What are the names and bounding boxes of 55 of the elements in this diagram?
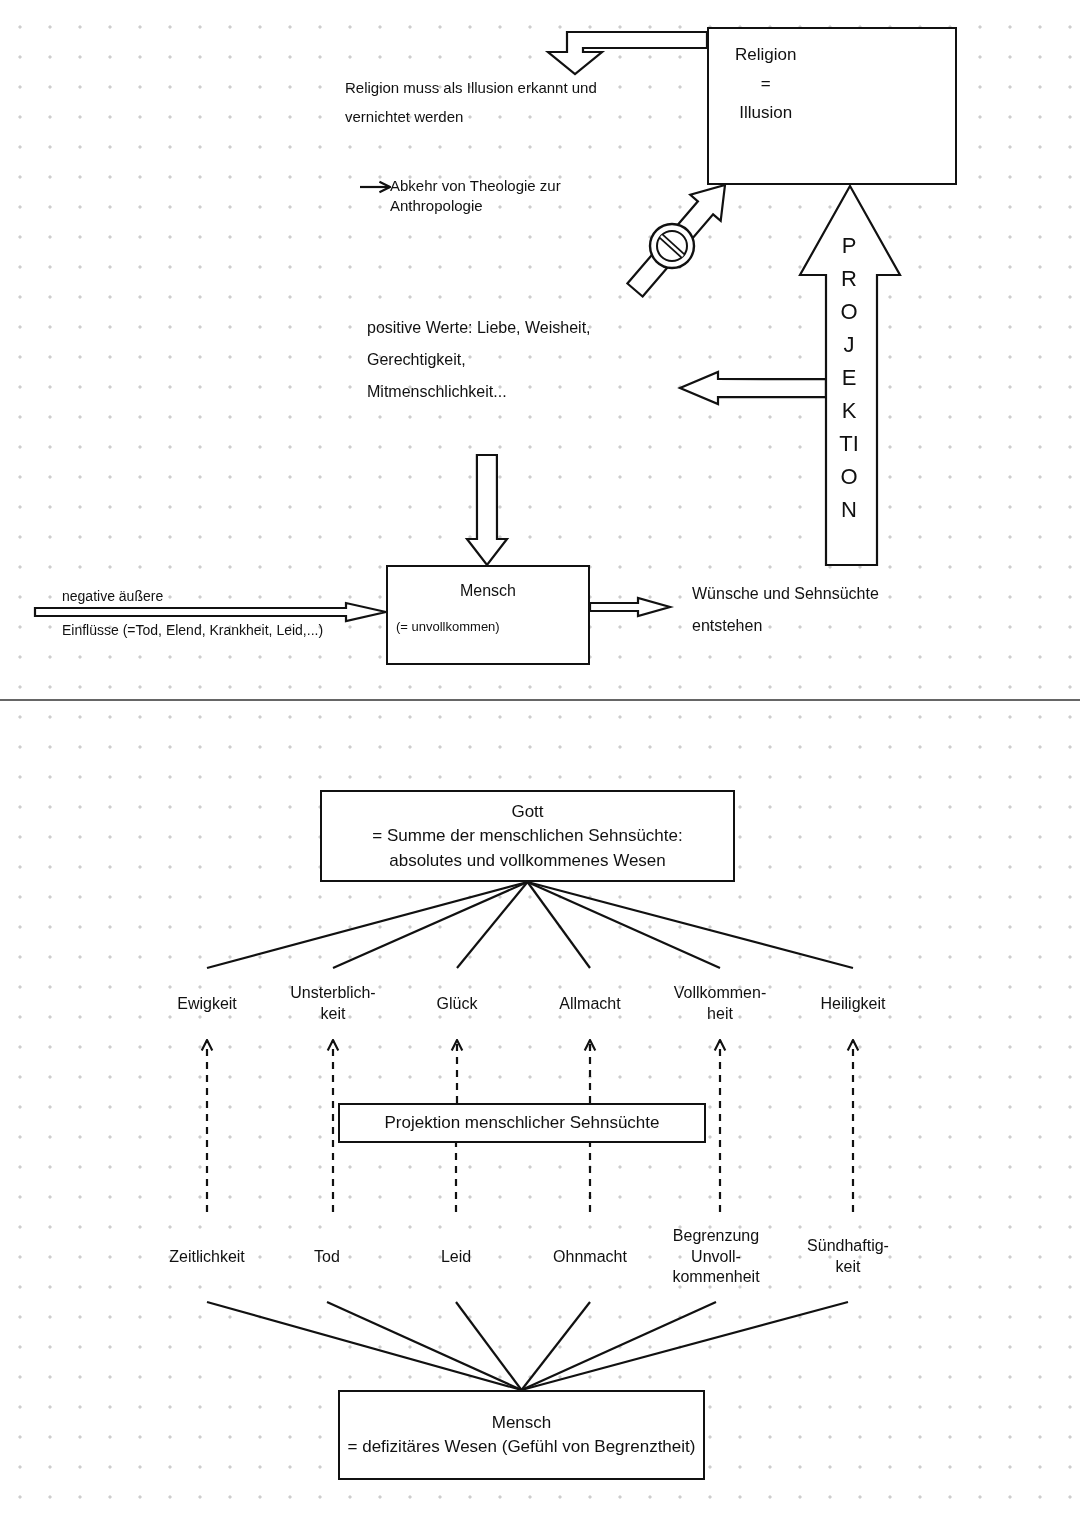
- box-heading: Gott: [511, 800, 544, 823]
- block-arrow: [588, 596, 675, 618]
- block-arrow: [544, 30, 709, 76]
- process-box: [320, 790, 735, 882]
- box-text: Religion = Illusion: [735, 44, 797, 124]
- connector-line: [521, 1301, 717, 1391]
- concept-label: Glück: [397, 968, 517, 1040]
- box-text: = defizitäres Wesen (Gefühl von Begrenztheit): [347, 1436, 696, 1459]
- process-box: [338, 1103, 706, 1143]
- block-arrow: [33, 601, 388, 623]
- connector-line: [326, 1301, 522, 1391]
- connector-line: [454, 1143, 458, 1212]
- arrow: [846, 1038, 860, 1212]
- connector-line: [527, 881, 721, 969]
- concept-label: Ohnmacht: [530, 1212, 650, 1302]
- vertical-label: PROJEKTION: [838, 232, 860, 524]
- connector-line: [526, 881, 591, 969]
- arrow: [326, 1038, 340, 1212]
- connector-line: [456, 881, 529, 969]
- note-text: negative äußere: [62, 587, 165, 606]
- connector-line: [520, 1301, 591, 1391]
- connector-line: [588, 1143, 592, 1212]
- concept-label: Ewigkeit: [147, 968, 267, 1040]
- process-box: [386, 565, 590, 665]
- concept-label: Sündhaftig- keit: [788, 1212, 908, 1302]
- concept-label: Zeitlichkeit: [147, 1212, 267, 1302]
- connector-line: [455, 1301, 523, 1391]
- concept-label: Heiligkeit: [793, 968, 913, 1040]
- block-arrow: [464, 453, 510, 567]
- connector-line: [332, 881, 528, 969]
- note-text: Wünsche und Sehnsüchte entstehen: [670, 578, 910, 642]
- box-text: Projektion menschlicher Sehnsüchte: [384, 1112, 660, 1135]
- concept-label: Vollkommen- heit: [660, 968, 780, 1040]
- connector-line: [521, 1300, 849, 1392]
- box-text: = Summe der menschlichen Sehnsüchte: absolutes und vollkommenes Wesen: [371, 825, 684, 872]
- box-heading: Mensch: [491, 1411, 552, 1434]
- process-box: [338, 1390, 705, 1480]
- concept-label: Begrenzung Unvoll- kommenheit: [656, 1212, 776, 1302]
- concept-label: Leid: [396, 1212, 516, 1302]
- block-arrow: [677, 370, 828, 406]
- arrow: [360, 180, 392, 194]
- note-text: Abkehr von Theologie zur Anthropologie: [390, 176, 590, 220]
- box-heading: Mensch: [460, 581, 516, 601]
- process-box: [707, 27, 957, 185]
- note-text: Einflüsse (=Tod, Elend, Krankheit, Leid,...): [62, 621, 324, 640]
- arrow: [200, 1038, 214, 1212]
- box-text: (= unvollkommen): [396, 618, 500, 636]
- concept-label: Tod: [267, 1212, 387, 1302]
- arrow: [713, 1038, 727, 1212]
- concept-label: Unsterblich- keit: [273, 968, 393, 1040]
- arrow: [450, 1038, 464, 1103]
- arrow: [583, 1038, 597, 1103]
- concept-label: Allmacht: [530, 968, 650, 1040]
- note-text: Religion muss als Illusion erkannt und vernichtet werden: [345, 74, 610, 149]
- note-text: positive Werte: Liebe, Weisheit, Gerechtigkeit, Mitmenschlichkeit...: [367, 312, 680, 455]
